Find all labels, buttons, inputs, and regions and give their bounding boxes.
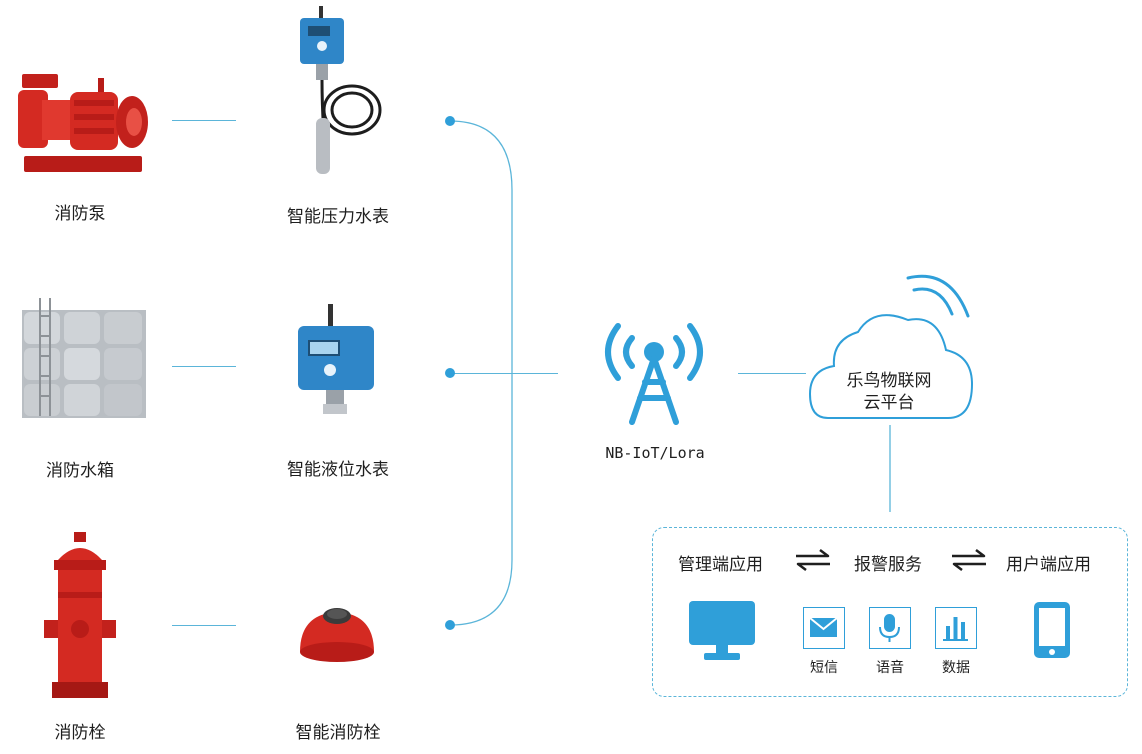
connector-cloud [738, 373, 806, 374]
swap-arrows-icon [794, 549, 832, 571]
pressure-meter-image [288, 6, 388, 182]
cloud-line2: 云平台 [863, 393, 915, 413]
fire-pump-label: 消防泵 [54, 204, 106, 224]
cloud-icon [808, 270, 978, 426]
connector-tank [172, 366, 236, 367]
swap-arrows-icon [950, 549, 988, 571]
level-meter-label: 智能液位水表 [287, 460, 389, 480]
connector-network [452, 373, 558, 374]
mobile-phone-icon [1032, 601, 1072, 659]
fire-hydrant-image [40, 532, 120, 700]
services-panel [652, 527, 1128, 697]
network-label: NB-IoT/Lora [605, 444, 705, 462]
water-tank-label: 消防水箱 [46, 461, 114, 481]
smart-hydrant-label: 智能消防栓 [295, 723, 381, 743]
fire-pump-image [14, 70, 154, 182]
antenna-tower-icon [594, 318, 714, 428]
pressure-meter-label: 智能压力水表 [287, 207, 389, 227]
smart-hydrant-image [294, 600, 380, 670]
user-app-label: 用户端应用 [1006, 555, 1091, 575]
connector-pump [172, 120, 236, 121]
alarm-service-label: 报警服务 [854, 555, 922, 575]
bar-chart-icon [935, 607, 977, 649]
admin-app-label: 管理端应用 [678, 555, 763, 575]
envelope-icon [803, 607, 845, 649]
monitor-icon [688, 600, 756, 662]
water-tank-image [18, 296, 148, 426]
level-meter-image [296, 304, 376, 416]
sms-label: 短信 [810, 660, 838, 676]
microphone-icon [869, 607, 911, 649]
cloud-line1: 乐鸟物联网 [846, 371, 932, 391]
voice-label: 语音 [876, 660, 904, 676]
data-label: 数据 [942, 660, 970, 676]
connector-hydrant [172, 625, 236, 626]
fire-hydrant-label: 消防栓 [54, 723, 106, 743]
